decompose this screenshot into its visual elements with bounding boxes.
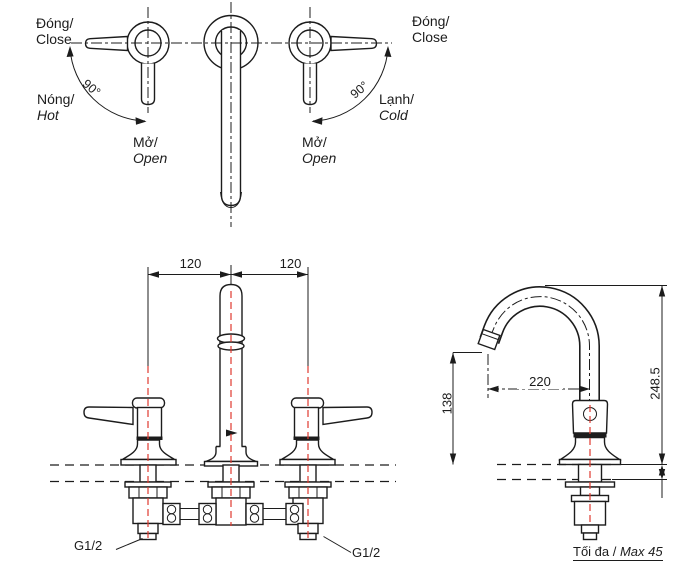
label-g12-left: G1/2: [74, 538, 103, 553]
hot-rotation-arc: [69, 47, 146, 122]
label-hot: Nóng/ Hot: [37, 91, 75, 123]
outlet-height-dim-line: [452, 352, 482, 465]
label-close-hot: Đóng/ Close: [36, 15, 74, 47]
front-view-drawing: [50, 265, 396, 553]
label-close-cold: Đóng/ Close: [412, 13, 450, 45]
label-cold: Lạnh/ Cold: [379, 91, 415, 123]
side-view-drawing: [449, 285, 667, 541]
dim-120-right: 120: [279, 256, 302, 271]
label-open-cold: Mở/ Open: [302, 134, 337, 166]
dim-220: 220: [517, 374, 563, 389]
connecting-pipes: [180, 508, 286, 520]
hot-lever-front: [83, 406, 134, 426]
label-g12-right: G1/2: [352, 545, 381, 560]
g12-leader-right: [323, 536, 352, 553]
g12-leader-left: [115, 538, 143, 550]
top-view-drawing: [66, 2, 392, 227]
label-open-hot: Mở/ Open: [133, 134, 168, 166]
dim-138: 138: [439, 392, 455, 415]
flow-mark: [226, 429, 238, 437]
cold-lever-front: [322, 406, 373, 426]
label-max-deck-thickness: Tối đa / Max 45: [573, 544, 663, 561]
pipe-fittings: [162, 502, 304, 526]
cold-rotation-arc: [312, 47, 389, 122]
dim-120-left: 120: [179, 256, 202, 271]
dim-248-5: 248.5: [647, 367, 663, 400]
